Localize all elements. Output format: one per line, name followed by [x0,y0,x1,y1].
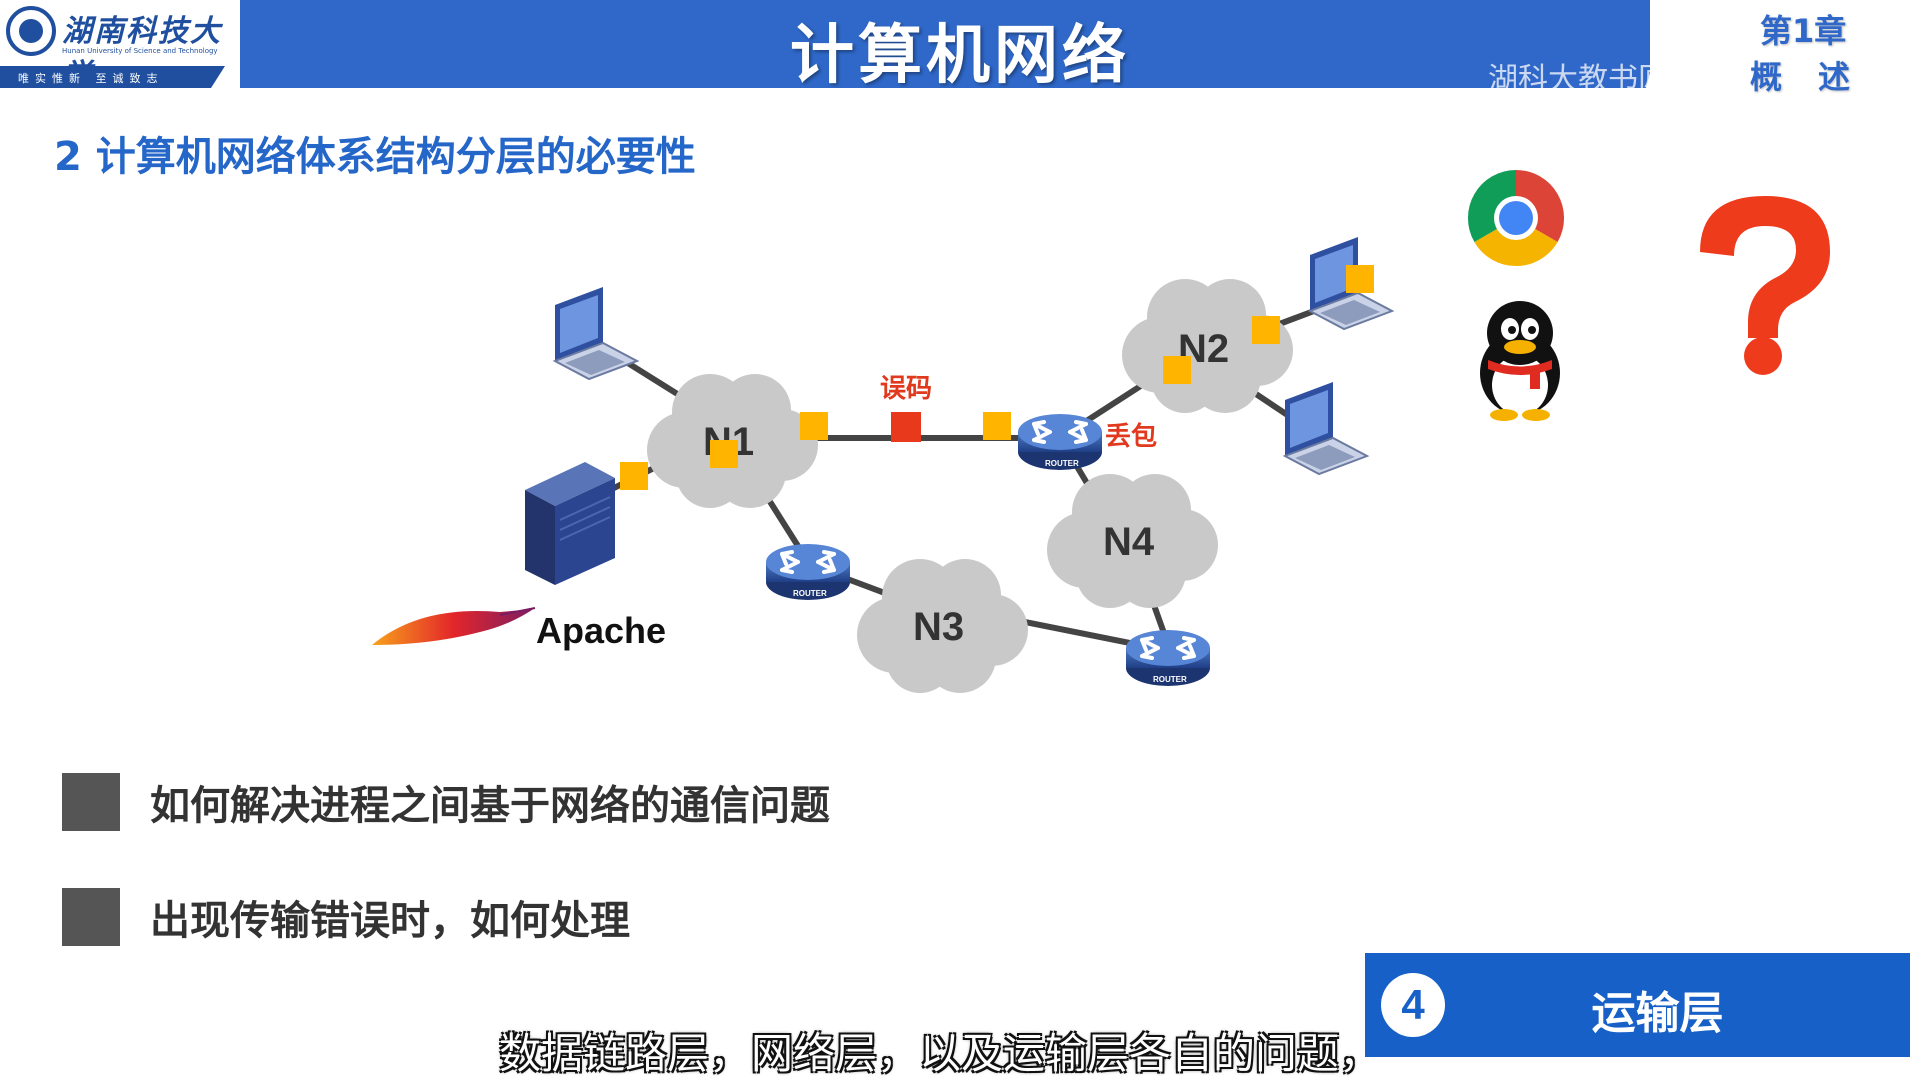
error-packet [891,412,921,442]
router-top: ROUTER [1016,412,1104,472]
qq-penguin-icon [1480,301,1560,421]
packet [1252,316,1280,344]
logo-strip [0,66,225,88]
section-title: 2 计算机网络体系结构分层的必要性 [54,134,696,180]
university-name-en: Hunan University of Science and Technolo… [62,47,218,55]
packet [983,412,1011,440]
bullet-item: 出现传输错误时，如何处理 [62,888,630,946]
header-bar [200,0,1670,88]
packet [620,462,648,490]
bullet-square-icon [62,773,120,831]
university-motto: 唯实惟新 至诚致志 [18,72,164,85]
router-label: ROUTER [1153,675,1187,684]
layer-label: 运输层 [1591,988,1724,1039]
university-emblem-icon [6,6,56,56]
packet [1163,356,1191,384]
course-title: 计算机网络 [790,19,1130,93]
video-subtitle: 数据链路层，网络层，以及运输层各自的问题， [498,1029,1381,1078]
loss-label: 丢包 [1105,421,1157,452]
header-right-panel [1650,0,1920,88]
router-label: ROUTER [1045,459,1079,468]
bullet-text: 出现传输错误时，如何处理 [150,898,630,944]
bullet-text: 如何解决进程之间基于网络的通信问题 [150,783,830,829]
apache-feather-icon [372,607,536,645]
bullet-square-icon [62,888,120,946]
error-label: 误码 [880,374,932,404]
question-mark-icon [1700,196,1830,375]
cloud-label-n4: N4 [1103,520,1155,564]
chapter-number: 第1章 [1760,12,1847,50]
cloud-label-n3: N3 [913,605,964,649]
chrome-icon [1467,169,1565,267]
packet [800,412,828,440]
server-icon [525,462,615,585]
router-left: ROUTER [764,542,852,602]
bullet-item: 如何解决进程之间基于网络的通信问题 [62,773,830,831]
laptop-icon [554,286,638,380]
data-packets [620,265,1374,490]
chapter-name: 概述 [1750,58,1887,96]
transport-layer-tag: 4 运输层 [1365,953,1910,1057]
router-label: ROUTER [793,589,827,598]
router-bottom: ROUTER [1124,628,1212,688]
university-logo: 湖南科技大学 Hunan University of Science and T… [0,0,240,93]
laptop-icon [1284,381,1368,475]
slide-header: 湖南科技大学 Hunan University of Science and T… [0,0,1920,97]
layer-number-badge: 4 [1381,973,1445,1037]
watermark: 湖科大教书匠 [1488,62,1668,97]
packet [1346,265,1374,293]
packet [710,440,738,468]
apache-label: Apache [536,610,666,651]
